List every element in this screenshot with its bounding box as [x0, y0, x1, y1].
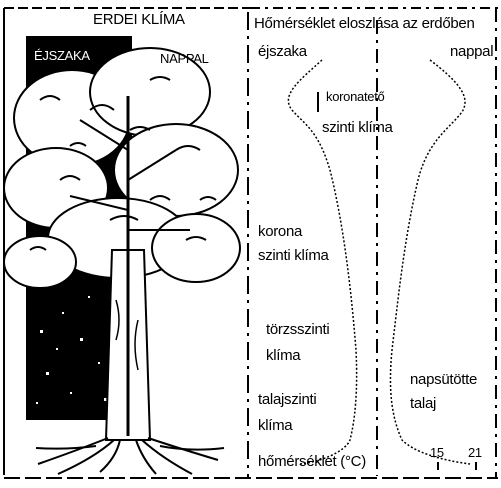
- canopy-top-label-line1: koronatető: [326, 88, 384, 106]
- night-label: ÉJSZAKA: [34, 47, 90, 65]
- canopy-label-line2: szinti klíma: [258, 246, 329, 266]
- ground-label-line2: klíma: [258, 416, 292, 436]
- day-label: NAPPAL: [160, 50, 209, 68]
- day-curve-label: nappal: [450, 42, 493, 62]
- canopy-top-label-line2: szinti klíma: [322, 118, 393, 138]
- sunny-ground-label-line2: talaj: [410, 394, 436, 414]
- axis-tick-21: 21: [468, 444, 482, 462]
- axis-ticks: [438, 462, 476, 470]
- night-curve-label: éjszaka: [258, 42, 307, 62]
- canopy-label-line1: korona: [258, 222, 302, 242]
- tree-panel-title: ERDEI KLÍMA: [93, 10, 185, 30]
- axis-tick-15: 15: [430, 444, 444, 462]
- trunk-label-line2: klíma: [266, 346, 300, 366]
- distribution-title: Hőmérséklet eloszlása az erdőben: [254, 14, 475, 34]
- sunny-ground-label-line1: napsütötte: [410, 370, 477, 390]
- trunk-label-line1: törzsszinti: [266, 320, 329, 340]
- axis-label: hőmérséklet (°C): [258, 452, 366, 472]
- ground-label-line1: talajszinti: [258, 390, 316, 410]
- tree-roots: [36, 438, 224, 474]
